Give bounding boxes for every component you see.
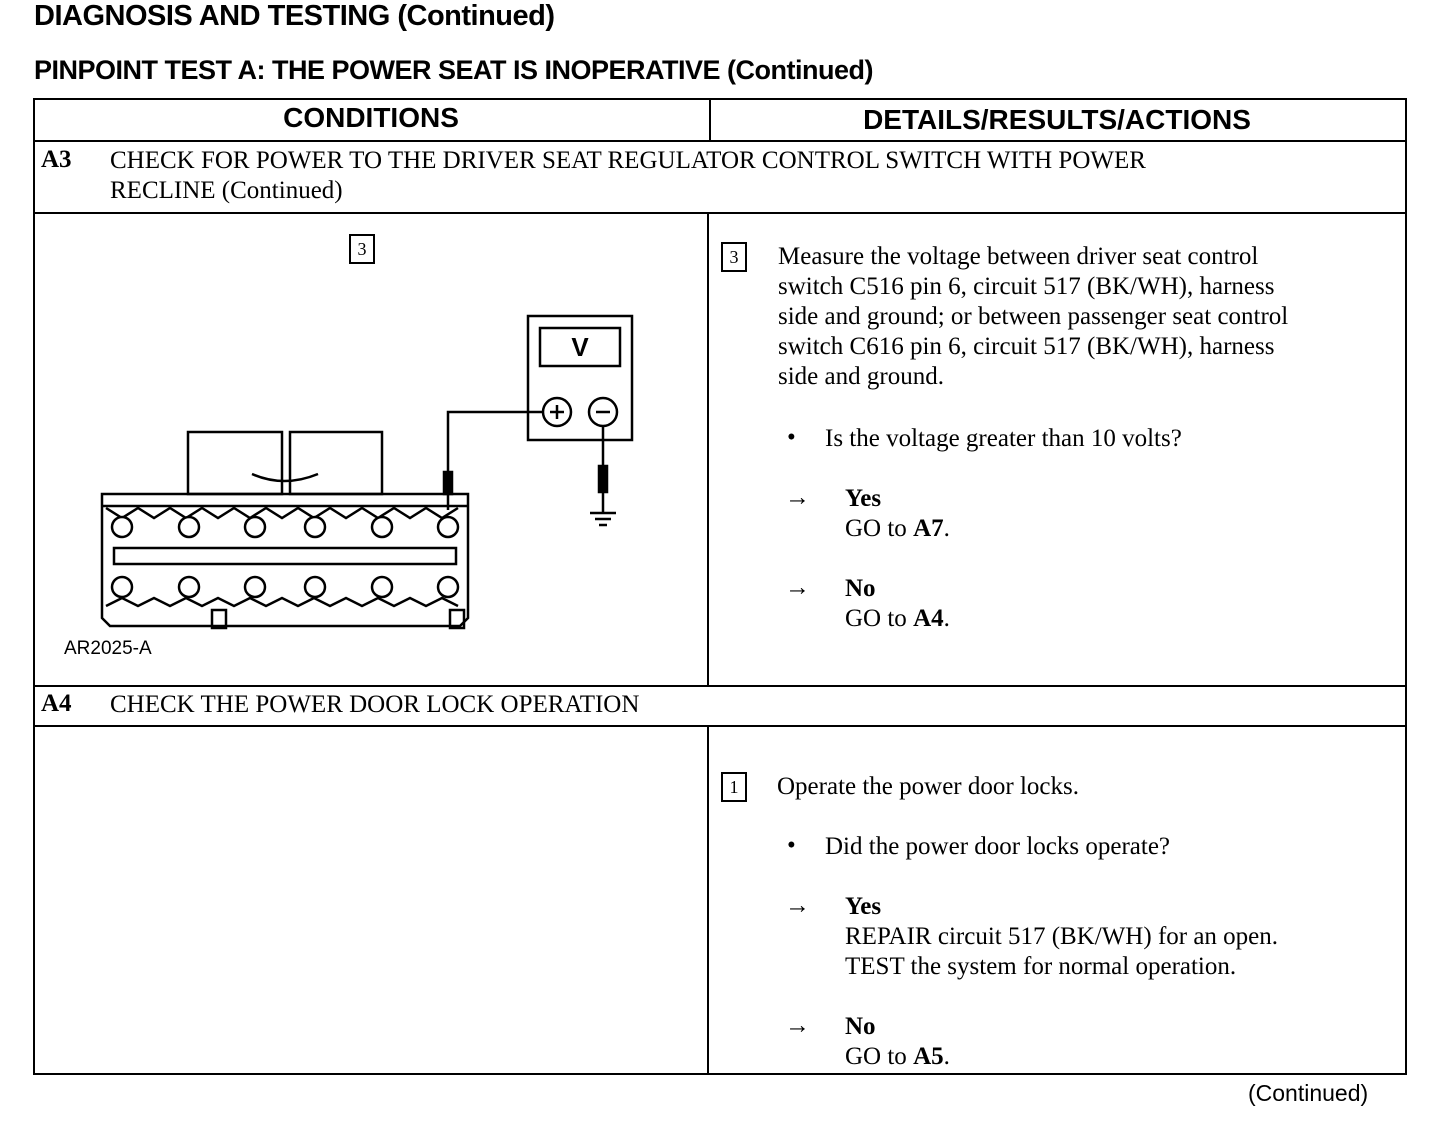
connector-pin-6-icon	[436, 515, 460, 539]
action-line: side and ground.	[778, 363, 944, 390]
action-number-box: 3	[721, 242, 747, 272]
connector-latch-right	[288, 430, 384, 496]
yes-action-suffix: .	[943, 515, 950, 542]
action-line: side and ground; or between passenger se…	[778, 303, 1289, 330]
no-label: No	[845, 1013, 876, 1040]
details-results-actions-header: DETAILS/RESULTS/ACTIONS	[863, 104, 1251, 135]
conditions-header: CONDITIONS	[283, 102, 459, 133]
no-action-prefix: GO to	[845, 1043, 914, 1070]
step-a4-id: A4	[41, 690, 72, 717]
yes-action-prefix: GO to	[845, 515, 914, 542]
goto-a5-link[interactable]: A5	[913, 1043, 944, 1070]
step-a3-title: CHECK FOR POWER TO THE DRIVER SEAT REGUL…	[110, 146, 1400, 206]
step-a3-title-line2: RECLINE (Continued)	[110, 176, 1400, 206]
connector-pin-icon	[177, 515, 201, 539]
header-column-divider	[709, 100, 711, 140]
step-a3-id: A3	[41, 146, 72, 173]
negative-probe	[597, 464, 609, 494]
yes-label: Yes	[845, 485, 882, 512]
connector-pin-icon	[370, 575, 394, 599]
voltmeter-display	[538, 326, 622, 368]
connector-pin-icon	[243, 575, 267, 599]
connector-voltmeter-diagram: V	[100, 314, 634, 630]
connector-center-rib	[112, 546, 458, 566]
connector-latch-left	[186, 430, 284, 496]
step-a3-no-result: No GO to A4.	[845, 574, 950, 634]
arrow-right-icon: →	[785, 1012, 810, 1039]
step-a3-yes-result: Yes GO to A7.	[845, 484, 950, 544]
no-action-suffix: .	[943, 1043, 950, 1070]
no-action: GO to A5.	[845, 1042, 950, 1072]
connector-latch-bridge	[251, 472, 319, 483]
connector-pin-icon	[243, 515, 267, 539]
goto-a7-link[interactable]: A7	[913, 515, 944, 542]
connector-pin-icon	[370, 515, 394, 539]
no-action-suffix: .	[943, 605, 950, 632]
step-a3-title-line1: CHECK FOR POWER TO THE DRIVER SEAT REGUL…	[110, 147, 1146, 174]
no-action: GO to A4.	[845, 604, 950, 634]
header-divider	[35, 140, 1405, 142]
yes-action-line: TEST the system for normal operation.	[845, 953, 1237, 980]
a3-body-divider	[35, 685, 1405, 687]
a3-title-divider	[35, 212, 1405, 214]
step-a3-action-text: Measure the voltage between driver seat …	[778, 242, 1398, 392]
arrow-right-icon: →	[785, 484, 810, 511]
connector-pin-icon	[110, 575, 134, 599]
page-title: DIAGNOSIS AND TESTING (Continued)	[34, 0, 555, 32]
step-a4-yes-result: Yes REPAIR circuit 517 (BK/WH) for an op…	[845, 892, 1278, 982]
action-line: Measure the voltage between driver seat …	[778, 243, 1259, 270]
step-a3-continued: (Continued)	[215, 177, 343, 204]
connector-pin-icon	[303, 515, 327, 539]
voltmeter-label: V	[571, 332, 589, 362]
voltmeter-icon	[526, 314, 634, 442]
step-a3-question: Is the voltage greater than 10 volts?	[825, 425, 1182, 452]
action-line: switch C616 pin 6, circuit 517 (BK/WH), …	[778, 333, 1275, 360]
step-a4-action-text: Operate the power door locks.	[777, 773, 1079, 800]
connector-pins	[110, 515, 460, 599]
step-a4-no-result: No GO to A5.	[845, 1012, 950, 1072]
figure-code: AR2025-A	[64, 638, 152, 659]
connector-body-icon	[100, 492, 470, 628]
bullet-icon: •	[787, 424, 796, 451]
yes-label: Yes	[845, 893, 882, 920]
action-number-box: 1	[721, 772, 747, 802]
pinpoint-test-table: CONDITIONS DETAILS/RESULTS/ACTIONS A3 CH…	[33, 98, 1407, 1075]
connector-pin-icon	[303, 575, 327, 599]
step-a4-title: CHECK THE POWER DOOR LOCK OPERATION	[110, 691, 640, 718]
connector-pin-icon	[177, 575, 201, 599]
arrow-right-icon: →	[785, 574, 810, 601]
continued-footer: (Continued)	[1248, 1080, 1369, 1106]
a4-column-divider	[707, 725, 709, 1075]
yes-action-line: REPAIR circuit 517 (BK/WH) for an open.	[845, 923, 1279, 950]
step-a4-question: Did the power door locks operate?	[825, 833, 1171, 860]
connector-pin-icon	[436, 575, 460, 599]
arrow-right-icon: →	[785, 892, 810, 919]
no-action-prefix: GO to	[845, 605, 914, 632]
action-line: switch C516 pin 6, circuit 517 (BK/WH), …	[778, 273, 1275, 300]
yes-action: GO to A7.	[845, 514, 950, 544]
no-label: No	[845, 575, 876, 602]
a3-column-divider	[707, 212, 709, 685]
a4-title-divider	[35, 725, 1405, 727]
bullet-icon: •	[787, 832, 796, 859]
positive-probe	[442, 470, 454, 496]
goto-a4-link[interactable]: A4	[913, 605, 944, 632]
figure-number-box: 3	[349, 234, 375, 264]
step-a3-title-line2-text: RECLINE	[110, 177, 216, 204]
pinpoint-test-title: PINPOINT TEST A: THE POWER SEAT IS INOPE…	[34, 55, 874, 85]
connector-pin-icon	[110, 515, 134, 539]
positive-lead	[446, 410, 543, 475]
